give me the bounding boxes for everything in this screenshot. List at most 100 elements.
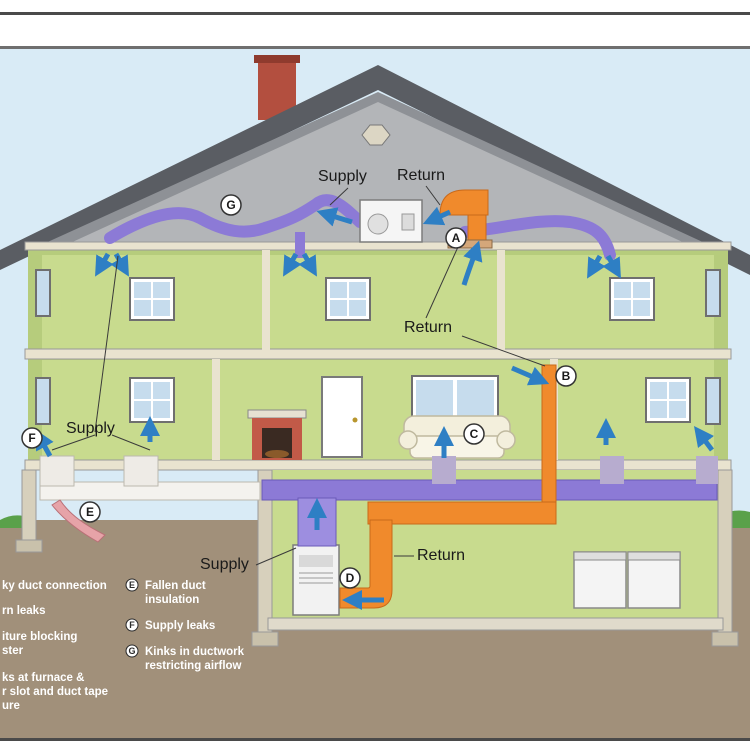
basement-floor [267, 617, 724, 631]
svg-text:F: F [28, 431, 35, 445]
wall-mid-1 [212, 359, 220, 460]
legend-key-f: F [125, 618, 139, 632]
legend-left-item-2: rn leaks [2, 605, 45, 617]
basement-footing-right [711, 631, 739, 647]
insulated-branch-1 [39, 455, 75, 487]
arrow-supply-into-handler [316, 207, 353, 227]
couch [398, 415, 516, 459]
wall-upper-2 [497, 250, 505, 350]
marker-c: C [463, 423, 485, 445]
arrow-attic-right-2 [602, 254, 621, 279]
legend-left-item-4c: ure [2, 700, 20, 712]
supply-branch-right1 [600, 456, 624, 484]
chimney-cap [254, 55, 300, 63]
supply-duct-trunk [261, 479, 718, 501]
bottom-border [0, 738, 750, 741]
basement-footing-left [15, 539, 43, 553]
label-return-top: Return [397, 167, 445, 184]
basement-wall-right [717, 469, 733, 636]
insulated-branch-2 [123, 455, 159, 487]
svg-text:D: D [346, 571, 355, 585]
arrow-attic-mid-1 [283, 252, 302, 277]
return-duct-riser [541, 364, 557, 506]
marker-e: E [79, 501, 101, 523]
attic-inner [55, 102, 700, 250]
marker-g: G [220, 194, 242, 216]
wall-upper-1 [262, 250, 270, 350]
washer [573, 551, 627, 609]
window-upper-2 [325, 277, 371, 321]
label-supply-left: Supply [66, 420, 115, 437]
arrow-return-b [511, 365, 550, 386]
arrow-vent-r2 [694, 426, 714, 452]
legend-right-item-g-2: restricting airflow [145, 660, 242, 672]
svg-text:B: B [562, 369, 571, 383]
marker-a: A [445, 227, 467, 249]
sky-border [0, 46, 750, 49]
marker-f: F [21, 427, 43, 449]
svg-text:A: A [452, 231, 461, 245]
window-mid-double [411, 375, 499, 421]
arrow-return-into-handler [422, 206, 452, 226]
top-border [0, 12, 750, 15]
legend-key-g: G [125, 644, 139, 658]
air-handler [359, 199, 423, 243]
door [321, 376, 363, 458]
label-supply-furnace: Supply [200, 556, 249, 573]
return-duct-drop [339, 519, 393, 609]
legend-right: E Fallen duct insulation F Supply leaks … [125, 578, 245, 672]
svg-text:E: E [86, 505, 94, 519]
svg-text:C: C [470, 427, 479, 441]
leader-lines [51, 185, 546, 566]
window-upper-1 [129, 277, 175, 321]
legend-right-item-f: Supply leaks [145, 620, 215, 632]
supply-branch-right2 [696, 456, 718, 484]
label-return-basement: Return [417, 547, 465, 564]
legend-right-item-e-1: Fallen duct [145, 580, 206, 592]
arrow-attic-right-1 [587, 254, 606, 279]
label-return-mid: Return [404, 319, 452, 336]
window-mid-1 [129, 377, 175, 423]
svg-text:G: G [226, 198, 235, 212]
legend-left-item-4b: r slot and duct tape [2, 686, 108, 698]
basement-footing-mid [251, 631, 279, 647]
arrow-attic-left-2 [110, 252, 129, 277]
legend-left-item-3a: iture blocking [2, 631, 77, 643]
legend-right-item-e-2: insulation [145, 594, 199, 606]
marker-d: D [339, 567, 361, 589]
furnace [292, 544, 340, 616]
fallen-insulation [51, 499, 106, 543]
fireplace [247, 409, 307, 460]
supply-duct-attic-right [459, 215, 616, 261]
arrow-return-up [461, 240, 483, 286]
attic-floor [24, 241, 732, 251]
legend-key-e: E [125, 578, 139, 592]
legend-left: ky duct connection rn leaks iture blocki… [2, 580, 108, 712]
arrow-attic-left-1 [95, 252, 114, 277]
svg-text:E: E [129, 580, 135, 590]
window-mid-3 [645, 377, 691, 423]
window-side-mid-left [35, 377, 51, 425]
window-side-upper-left [35, 269, 51, 317]
return-duct-horizontal [367, 501, 557, 525]
window-upper-3 [609, 277, 655, 321]
dryer [627, 551, 681, 609]
label-supply-top: Supply [318, 168, 367, 185]
svg-text:F: F [129, 620, 135, 630]
mid-floor-slab [24, 348, 732, 360]
door-knob [352, 417, 358, 423]
legend-left-item-4a: ks at furnace & [2, 672, 84, 684]
supply-duct-attic [104, 194, 366, 244]
window-side-mid-right [705, 377, 721, 425]
window-side-upper-right [705, 269, 721, 317]
basement-wall-left [21, 469, 37, 543]
attic-vent-icon [361, 124, 391, 146]
legend-left-item-1: ky duct connection [2, 580, 107, 592]
marker-b: B [555, 365, 577, 387]
arrow-attic-mid-2 [298, 252, 317, 277]
svg-text:G: G [128, 646, 135, 656]
airflow-arrows [35, 206, 714, 610]
legend-right-item-g-1: Kinks in ductwork [145, 646, 245, 658]
legend-left-item-3b: ster [2, 645, 24, 657]
